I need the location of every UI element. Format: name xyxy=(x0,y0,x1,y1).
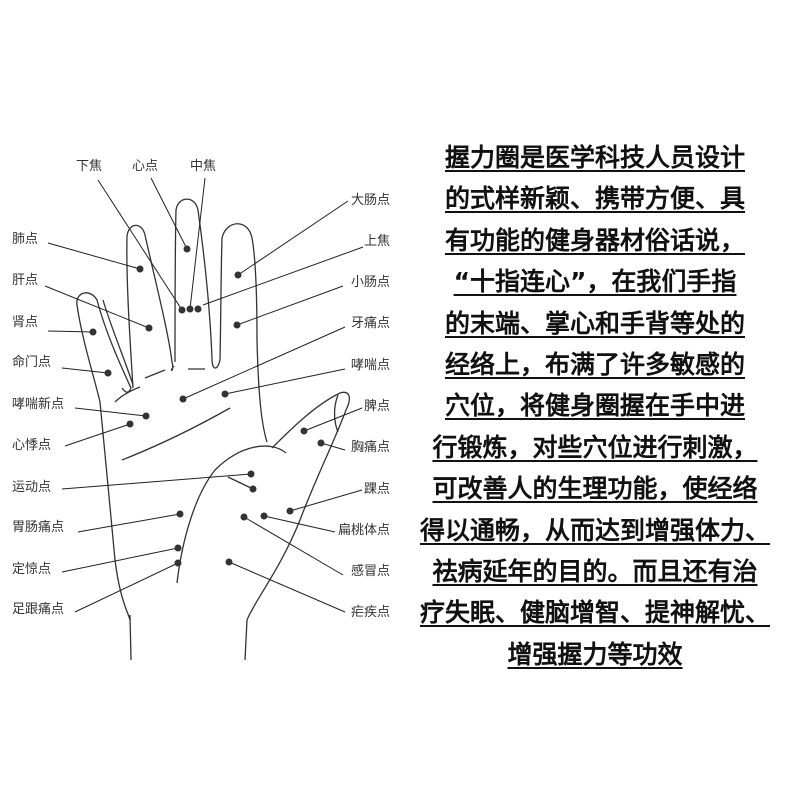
label-shangjiao: 上焦 xyxy=(363,234,390,249)
acupoint-zhongjiao xyxy=(186,305,194,313)
label-yatong: 牙痛点 xyxy=(350,316,390,331)
acupoint-fei xyxy=(136,265,144,273)
acupoint-xiongtong xyxy=(317,439,325,447)
label-fei: 肺点 xyxy=(12,232,39,247)
label-zhongjiao: 中焦 xyxy=(190,159,217,174)
acupoint-xiajiao xyxy=(178,306,186,314)
label-dachang: 大肠点 xyxy=(350,193,390,208)
label-yundong: 运动点 xyxy=(12,480,52,495)
acupoint-xiaochang xyxy=(233,321,241,329)
label-xin: 心点 xyxy=(132,159,159,174)
acupoint-yundong-2 xyxy=(249,485,257,493)
acupoint-huai xyxy=(286,507,294,515)
acupoint-shen xyxy=(89,328,97,336)
palm-creases xyxy=(114,368,254,490)
hand-acupoint-diagram xyxy=(44,177,364,661)
description-line: 祛病延年的目的。而且还有治 xyxy=(432,556,758,586)
leader-lines xyxy=(44,177,364,613)
label-huai: 踝点 xyxy=(363,482,390,497)
label-mingmen: 命门点 xyxy=(12,355,52,370)
description-line: 有功能的健身器材俗话说， xyxy=(444,225,745,255)
description-line: 的式样新颖、携带方便、具 xyxy=(444,184,745,214)
acupoint-gan xyxy=(145,324,153,332)
acupoint-weichangtong xyxy=(176,510,184,518)
acupoint-dingjing xyxy=(174,544,182,552)
label-pi: 脾点 xyxy=(363,399,390,414)
description-line: 行锻炼，对些穴位进行刺激， xyxy=(432,432,758,462)
description-line: 握力圈是医学科技人员设计 xyxy=(444,143,745,172)
acupoint-xiaochuan xyxy=(221,390,229,398)
acupoint-mingmen xyxy=(104,369,112,377)
acupoint-yatong xyxy=(179,395,187,403)
label-xinji: 心悸点 xyxy=(12,438,52,453)
description-line: 增强握力等功效 xyxy=(507,639,683,669)
description-line: 得以通畅，从而达到增强体力、 xyxy=(419,515,770,545)
label-shen: 肾点 xyxy=(12,315,39,330)
acupoint-shangjiao xyxy=(194,305,202,313)
label-xiajiao: 下焦 xyxy=(76,159,103,174)
label-xiongtong: 胸痛点 xyxy=(350,440,390,455)
acupoint-pi xyxy=(300,427,308,435)
acupoint-dachang xyxy=(234,271,242,279)
acupoint-yundong-1 xyxy=(247,470,255,478)
label-zugentong: 足跟痛点 xyxy=(12,602,65,617)
hand-outline xyxy=(76,198,351,661)
label-dingjing: 定惊点 xyxy=(12,562,52,577)
description-line: 疗失眠、健脑增智、提神解忧、 xyxy=(419,598,770,628)
acupoint-zugentong xyxy=(174,559,182,567)
acupoint-biantaoti xyxy=(260,512,268,520)
acupoint-dots xyxy=(89,245,325,567)
description-line: 的末端、掌心和手背等处的 xyxy=(444,308,745,338)
label-nueji: 疟疾点 xyxy=(350,605,390,620)
label-xiaochang: 小肠点 xyxy=(350,275,390,290)
label-gan: 肝点 xyxy=(12,273,39,288)
description-text: 握力圈是医学科技人员设计 的式样新颖、携带方便、具 有功能的健身器材俗话说， “… xyxy=(400,137,790,675)
acupoint-nueji xyxy=(225,558,233,566)
label-weichangtong: 胃肠痛点 xyxy=(12,520,65,535)
label-xiaochuan: 哮喘点 xyxy=(350,358,390,373)
acupoint-xiaochuanxin xyxy=(142,412,150,420)
description-line: “十指连心”，在我们手指 xyxy=(453,267,737,297)
acupoint-xinji xyxy=(126,420,134,428)
description-line: 穴位，将健身圈握在手中进 xyxy=(444,391,745,421)
description-line: 经络上，布满了许多敏感的 xyxy=(444,349,745,379)
acupoint-xin xyxy=(183,245,191,253)
label-ganmao: 感冒点 xyxy=(350,564,390,579)
acupoint-ganmao xyxy=(240,513,248,521)
description-line: 可改善人的生理功能，使经络 xyxy=(432,474,758,504)
label-biantaoti: 扁桃体点 xyxy=(337,523,390,538)
label-xiaochuanxin: 哮喘新点 xyxy=(12,397,65,412)
